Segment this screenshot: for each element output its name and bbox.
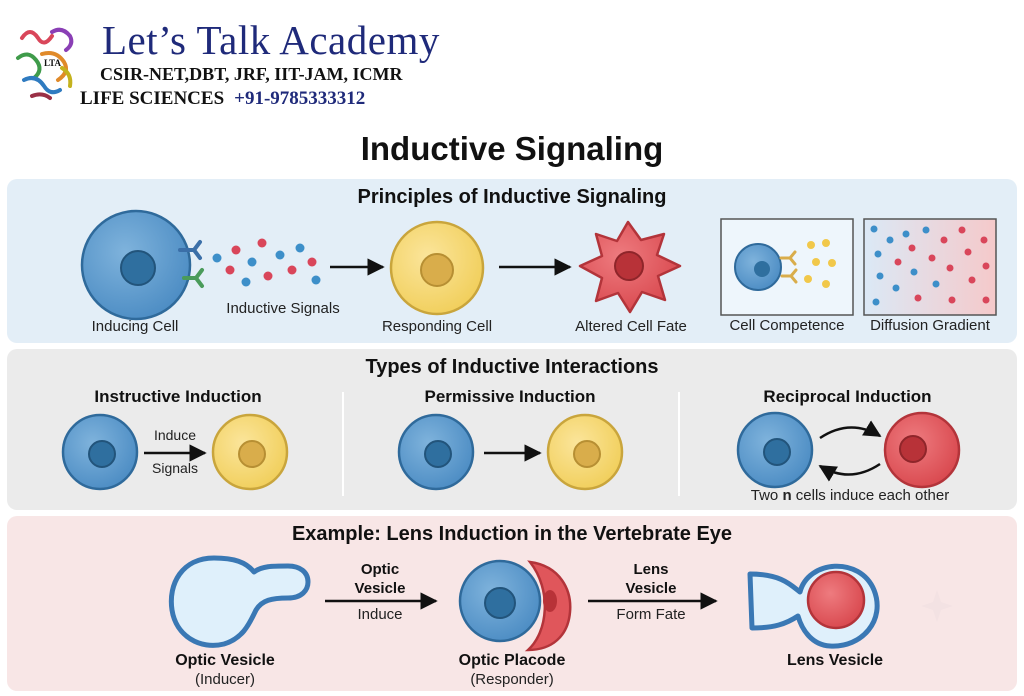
instructive-responder-cell bbox=[211, 413, 289, 491]
reciprocal-arrow-forward bbox=[819, 420, 882, 440]
inducing-cell bbox=[80, 209, 192, 321]
responding-cell bbox=[389, 220, 485, 316]
example-heading: Example: Lens Induction in the Vertebrat… bbox=[291, 523, 733, 545]
optic-vesicle-role: (Inducer) bbox=[194, 671, 256, 688]
divider-1 bbox=[342, 392, 344, 496]
lens-vesicle bbox=[747, 563, 880, 649]
altered-fate-cell bbox=[578, 220, 682, 314]
cell-competence-label: Cell Competence bbox=[729, 317, 845, 334]
competence-cell bbox=[734, 239, 836, 291]
divider-2 bbox=[678, 392, 680, 496]
arrow1-bottom-label: Induce bbox=[357, 606, 403, 623]
types-panel bbox=[7, 349, 1017, 510]
arrow1-top-label: Optic Vesicle bbox=[354, 561, 406, 597]
diffusion-dots bbox=[870, 225, 990, 306]
instructive-inducer-cell bbox=[61, 413, 139, 491]
sparkle-icon bbox=[921, 590, 953, 622]
optic-vesicle-shape bbox=[168, 555, 311, 648]
inducing-cell-label: Inducing Cell bbox=[91, 318, 179, 335]
permissive-title: Permissive Induction bbox=[424, 387, 596, 406]
optic-vesicle-label: Optic Vesicle bbox=[175, 652, 275, 669]
reciprocal-cell-a bbox=[736, 411, 814, 489]
inductive-signals-label: Inductive Signals bbox=[226, 300, 340, 317]
diffusion-gradient-label: Diffusion Gradient bbox=[870, 317, 990, 334]
logo-emblem-text: LTA bbox=[44, 58, 62, 68]
instructive-top-label: Induce bbox=[153, 427, 197, 443]
reciprocal-caption: Two n cells induce each other bbox=[690, 487, 1010, 504]
brand-title: Let’s Talk Academy bbox=[102, 17, 440, 63]
responding-cell-label: Responding Cell bbox=[381, 318, 493, 335]
page-title: Inductive Signaling bbox=[360, 130, 664, 167]
reciprocal-arrow-back bbox=[818, 462, 881, 482]
receptor-icon bbox=[178, 240, 204, 288]
logo-emblem: LTA bbox=[12, 18, 84, 104]
reciprocal-caption-a: Two bbox=[750, 487, 783, 504]
principles-heading: Principles of Inductive Signaling bbox=[357, 186, 667, 208]
reciprocal-caption-c: cells induce each other bbox=[791, 487, 950, 504]
instructive-bottom-label: Signals bbox=[152, 460, 198, 476]
altered-fate-label: Altered Cell Fate bbox=[575, 318, 687, 335]
arrow2-top-label: Lens Vesicle bbox=[625, 561, 677, 597]
brand-life: LIFE SCIENCES bbox=[80, 88, 225, 109]
reciprocal-caption-b: n bbox=[782, 487, 792, 504]
diffusion-gradient-box bbox=[863, 218, 997, 316]
arrow2-bottom-label: Form Fate bbox=[616, 606, 686, 623]
inductive-signal-dots bbox=[212, 238, 321, 287]
optic-placode-role: (Responder) bbox=[470, 671, 554, 688]
permissive-inducer-cell bbox=[397, 413, 475, 491]
brand-life-line: LIFE SCIENCES +91-9785333312 bbox=[80, 88, 365, 110]
reciprocal-title: Reciprocal Induction bbox=[763, 387, 932, 406]
optic-placode bbox=[458, 559, 572, 652]
reciprocal-cell-b bbox=[883, 411, 961, 489]
brand-phone: +91-9785333312 bbox=[234, 88, 366, 109]
optic-placode-label: Optic Placode bbox=[458, 652, 566, 669]
types-heading: Types of Inductive Interactions bbox=[365, 356, 659, 378]
brand-subtitle: CSIR-NET,DBT, JRF, IIT-JAM, ICMR bbox=[100, 64, 403, 84]
instructive-title: Instructive Induction bbox=[94, 387, 262, 406]
lens-vesicle-label: Lens Vesicle bbox=[786, 652, 884, 669]
permissive-responder-cell bbox=[546, 413, 624, 491]
